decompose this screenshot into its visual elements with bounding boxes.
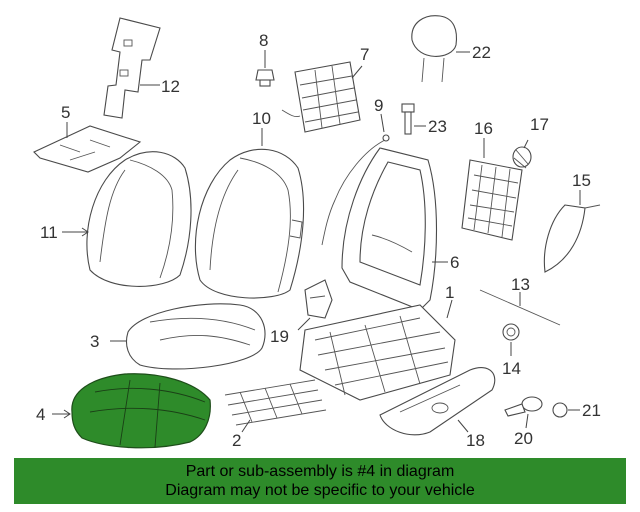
callout-15: 15 [572,171,591,190]
part-18-side-cover [379,367,496,436]
part-5-mat [33,125,142,173]
callout-10: 10 [252,109,271,128]
part-6-frame [341,147,438,311]
callout-4: 4 [36,405,45,424]
part-11-backrest-cover [86,151,192,287]
part-19-bracket [304,279,333,319]
part-1-seat-frame [299,304,456,401]
callout-7: 7 [360,45,369,64]
part-10-backrest-pad [194,148,305,299]
part-14-ring [502,323,520,341]
part-7-lumbar [281,61,361,133]
banner-line-1: Part or sub-assembly is #4 in diagram [185,463,455,480]
callout-20: 20 [514,429,533,448]
callout-16: 16 [474,119,493,138]
callout-19: 19 [270,327,289,346]
part-15-trim [543,204,601,273]
part-16-back-panel [461,159,523,241]
part-17-knob [512,146,532,169]
part-21-cap [552,402,568,418]
callout-22: 22 [472,43,491,62]
callout-1: 1 [445,283,454,302]
part-23-guide [401,103,415,135]
part-22-headrest [411,15,458,83]
callout-12: 12 [161,77,180,96]
part-3-cushion-cover [125,303,266,370]
banner-line-2: Diagram may not be specific to your vehi… [165,482,475,499]
callout-18: 18 [466,431,485,450]
part-8-clip [255,69,275,87]
part-4-cushion-pad [71,373,211,449]
callout-5: 5 [61,103,70,122]
callout-9: 9 [374,96,383,115]
callout-14: 14 [502,359,521,378]
callout-2: 2 [232,431,241,450]
parts-diagram: 12 5 11 10 8 7 9 [33,15,601,450]
info-banner: Part or sub-assembly is #4 in diagram Di… [14,458,626,504]
callout-6: 6 [450,253,459,272]
callout-11: 11 [40,223,58,242]
part-13-rod [479,289,561,326]
callout-17: 17 [530,115,549,134]
callout-21: 21 [582,401,601,420]
part-9-cable [321,134,390,246]
callout-8: 8 [259,31,268,50]
part-2-spring-mat [224,379,327,426]
callout-3: 3 [90,332,99,351]
callout-23: 23 [428,117,447,136]
part-12-pad [103,17,161,119]
part-20-piece [504,396,543,417]
callout-13: 13 [511,275,530,294]
